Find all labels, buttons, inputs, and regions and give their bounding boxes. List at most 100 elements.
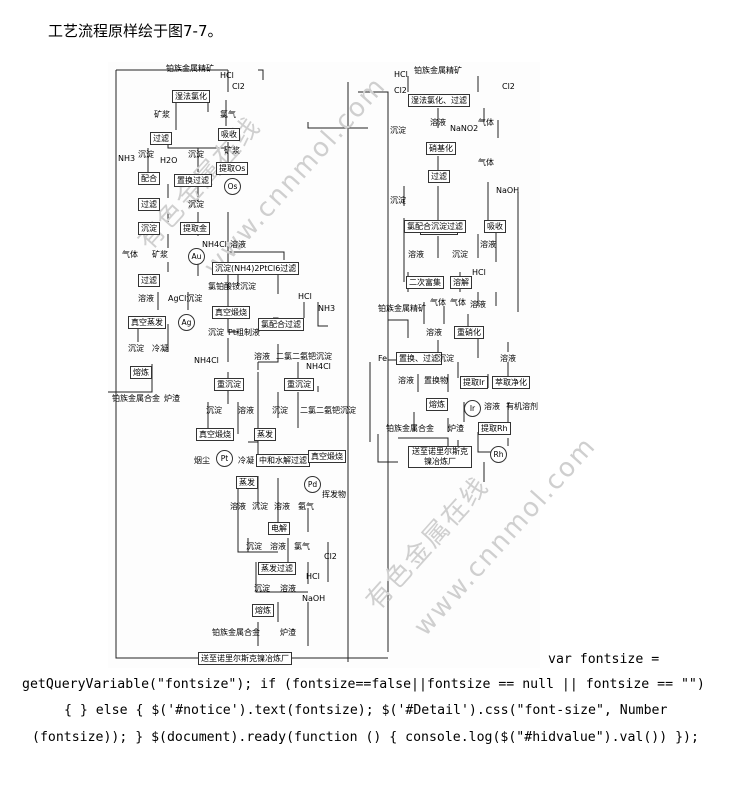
label-slag-2: 炉渣 (280, 628, 296, 637)
label-precip-5: 沉淀 (208, 328, 224, 337)
label-nh3: NH3 (118, 154, 136, 163)
label-agcl: AgCl沉淀 (168, 294, 203, 303)
node-r-filter: 过滤 (428, 170, 450, 183)
code-line-1: var fontsize = (548, 652, 660, 667)
label-precip-10: 沉淀 (254, 584, 270, 593)
label-solution-2: 溶液 (138, 294, 154, 303)
right-nano2: NaNO2 (450, 124, 479, 133)
node-vacuum-calcine-2: 真空煅烧 (196, 428, 234, 441)
label-chloroplatinate: 氯铂酸铵沉淀 (208, 282, 256, 291)
node-evaporate-1: 蒸发 (254, 428, 276, 441)
label-cl2-gas: 氯气 (294, 542, 310, 551)
right-cl2: Cl2 (394, 86, 407, 95)
node-cl-complex-filter: 氯配合过滤 (258, 318, 304, 331)
label-volatile: 挥发物 (322, 490, 346, 499)
product-rh: Rh (490, 446, 507, 463)
left-top-ore: 铂族金属精矿 (166, 64, 214, 73)
left-cl2: Cl2 (232, 82, 245, 91)
node-evap-filter: 蒸发过滤 (258, 562, 296, 575)
label-pd-precip-2: 二氯二氨钯沉淀 (300, 406, 356, 415)
right-concentrate: 铂族金属精矿 (378, 304, 426, 313)
node-wet-chlorination: 湿法氯化 (172, 90, 210, 103)
node-vacuum-evap: 真空蒸发 (128, 316, 166, 329)
label-precip-4: 沉淀 (128, 344, 144, 353)
right-hcl: HCl (394, 70, 408, 79)
node-absorb: 吸收 (218, 128, 240, 141)
product-pt: Pt (216, 450, 233, 467)
node-displace-filter-r: 置换、过滤 (396, 352, 442, 365)
right-pgm-alloy: 铂族金属合金 (386, 424, 434, 433)
right-naoh: NaOH (496, 186, 520, 195)
label-condense-2: 冷凝 (238, 456, 254, 465)
node-extract-au: 提取金 (180, 222, 210, 235)
node-pt-salt-filter: 沉淀(NH4)2PtCl6过滤 (212, 262, 300, 275)
process-flow-diagram: 有色金属在线 www.cnnmol.com 有色金属在线 www.cnnmol.… (108, 62, 602, 668)
label-pgm-alloy: 铂族金属合金 (112, 394, 160, 403)
label-pgm-alloy-2: 铂族金属合金 (212, 628, 260, 637)
node-smelt-1: 熔炼 (130, 366, 152, 379)
node-electrolysis: 电解 (268, 522, 290, 535)
label-ammonia: 氨气 (298, 502, 314, 511)
node-filter-1: 过滤 (150, 132, 172, 145)
product-os: Os (224, 178, 241, 195)
label-pd-precip: 二氯二氨钯沉淀 (276, 352, 332, 361)
node-extract-ir: 提取Ir (460, 376, 488, 389)
node-complex: 配合 (138, 172, 160, 185)
label-slurry-3: 矿浆 (152, 250, 168, 259)
label-solution-8: 溶液 (280, 584, 296, 593)
label-hcl-2: HCl (298, 292, 312, 301)
right-solution-8: 溶液 (484, 402, 500, 411)
right-slag: 炉渣 (448, 424, 464, 433)
right-gas-1: 气体 (478, 118, 494, 127)
label-hcl-3: HCl (306, 572, 320, 581)
node-precip: 沉淀 (138, 222, 160, 235)
label-precip-3: 沉淀 (188, 200, 204, 209)
label-precip-8: 沉淀 (252, 502, 268, 511)
label-precip-1: 沉淀 (138, 150, 154, 159)
right-gas-4: 气体 (450, 298, 466, 307)
right-cl2-b: Cl2 (502, 82, 515, 91)
label-slurry: 矿浆 (154, 110, 170, 119)
node-vacuum-calcine-1: 真空煅烧 (212, 306, 250, 319)
node-displace-filter: 置换过滤 (174, 174, 212, 187)
code-line-3: { } else { $('#notice').text(fontsize); … (64, 703, 668, 718)
right-solution-6: 溶液 (500, 354, 516, 363)
right-fe: Fe (378, 354, 388, 363)
node-r-absorb: 吸收 (484, 220, 506, 233)
node-renitration: 重硝化 (454, 326, 484, 339)
right-solution-1: 溶液 (430, 118, 446, 127)
node-reprecip-2: 重沉淀 (284, 378, 314, 391)
node-cl-complex-precip-filter: 氯配合沉淀过滤 (404, 220, 466, 233)
label-slurry-os: 矿浆 (224, 146, 240, 155)
product-ag: Ag (178, 314, 195, 331)
product-pd: Pd (304, 476, 321, 493)
label-filtrate: Pt粗制液 (228, 328, 260, 337)
product-ir: Ir (464, 400, 481, 417)
node-smelt-2: 熔炼 (252, 604, 274, 617)
code-line-4: (fontsize)); } $(document).ready(functio… (32, 730, 699, 745)
node-extract-rh: 提取Rh (478, 422, 511, 435)
label-fume: 烟尘 (194, 456, 210, 465)
label-slag: 炉渣 (164, 394, 180, 403)
right-gas-2: 气体 (478, 158, 494, 167)
node-vacuum-calcine-3: 真空煅烧 (308, 450, 346, 463)
code-line-2: getQueryVariable("fontsize"); if (fontsi… (22, 677, 705, 692)
node-reprecip-1: 重沉淀 (214, 378, 244, 391)
node-r-wet-chlorination: 湿法氯化、过滤 (408, 94, 470, 107)
node-r-smelt: 熔炼 (426, 398, 448, 411)
node-nitration: 硝基化 (426, 142, 456, 155)
label-precip-9: 沉淀 (246, 542, 262, 551)
label-precip-6: 沉淀 (206, 406, 222, 415)
right-precip-2: 沉淀 (390, 196, 406, 205)
right-solution-5: 溶液 (426, 328, 442, 337)
label-h2o: H2O (160, 156, 178, 165)
label-os-gas: 氯气 (220, 110, 236, 119)
node-neutral-hydrolysis: 中和水解过滤 (256, 454, 310, 467)
node-filter-3: 过滤 (138, 274, 160, 287)
node-extract-os: 提取Os (216, 162, 249, 175)
label-solution-5: 溶液 (230, 502, 246, 511)
right-precip-3: 沉淀 (452, 250, 468, 259)
label-nh4cl: NH4Cl (202, 240, 227, 249)
label-nh3-b: NH3 (318, 304, 336, 313)
product-au: Au (188, 248, 205, 265)
